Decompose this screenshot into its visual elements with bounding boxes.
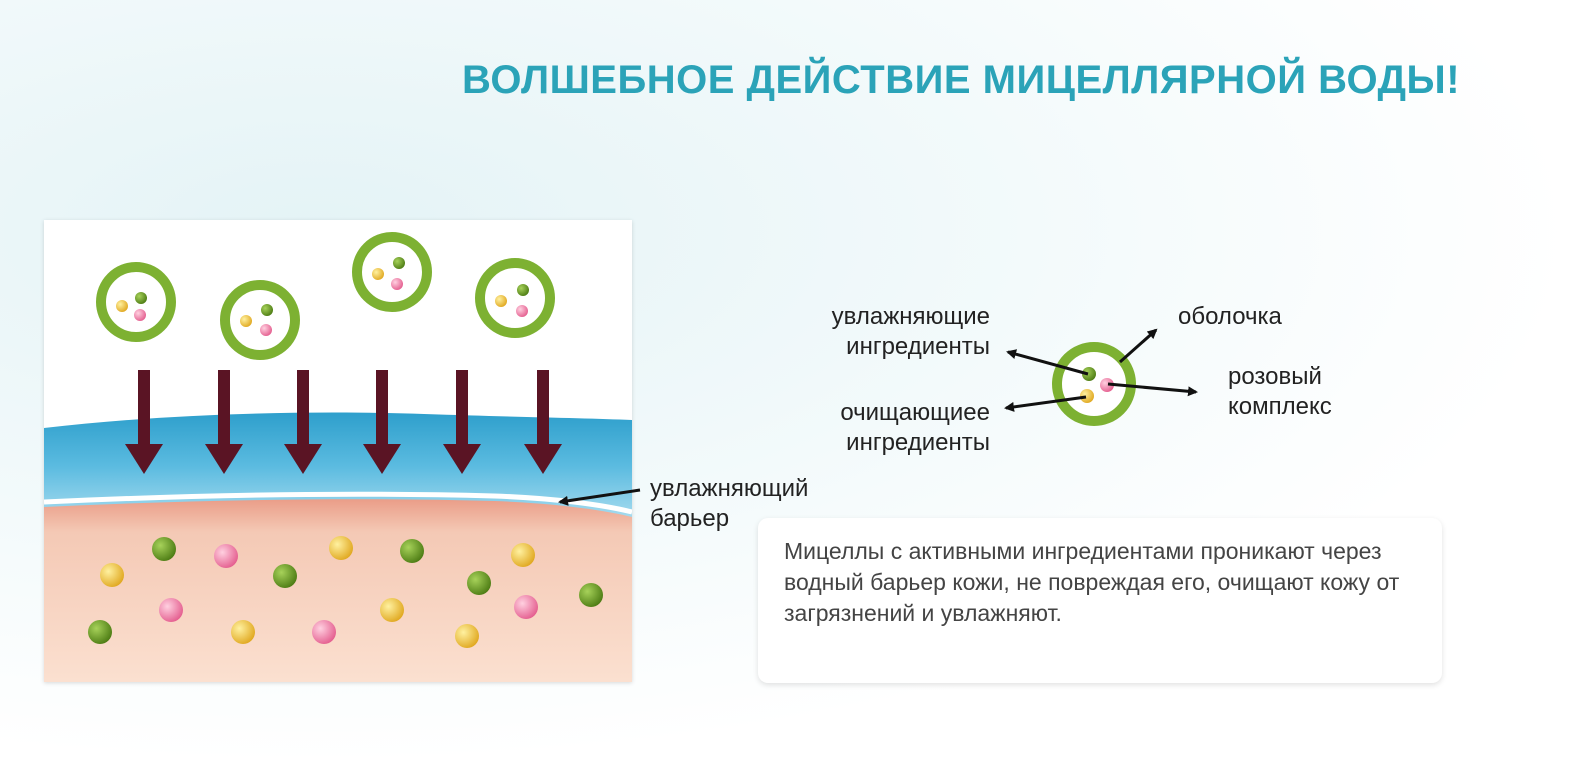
water-layer <box>44 412 632 520</box>
green-ingredient-dot <box>152 537 176 561</box>
pink-complex-pointer-arrow <box>1107 382 1198 397</box>
yellow-ingredient-dot <box>231 620 255 644</box>
page-title: ВОЛШЕБНОЕ ДЕЙСТВИЕ МИЦЕЛЛЯРНОЙ ВОДЫ! <box>462 58 1461 102</box>
yellow-ingredient-dot <box>100 563 124 587</box>
yellow-ingredient-dot <box>455 624 479 648</box>
pink-ingredient-dot <box>159 598 183 622</box>
barrier-label-line2: барьер <box>650 505 730 532</box>
moisturizing-label-line2: ингредиенты <box>846 333 990 360</box>
yellow-ingredient-dot <box>511 543 535 567</box>
down-arrow <box>125 370 163 474</box>
description-card: Мицеллы с активными ингредиентами проник… <box>758 518 1442 683</box>
micelle <box>220 280 300 360</box>
yellow-ingredient-dot <box>329 536 353 560</box>
shell-pointer-arrow <box>1119 328 1158 364</box>
cleansing-label-line1: очищающиее <box>840 399 990 426</box>
moisturizing-pointer-arrow <box>1006 349 1089 376</box>
micelle <box>352 232 432 312</box>
down-arrow <box>443 370 481 474</box>
green-ingredient-dot <box>579 583 603 607</box>
description-text: Мицеллы с активными ингредиентами проник… <box>784 538 1400 626</box>
pink-complex-label-line2: комплекс <box>1228 393 1332 420</box>
moisturizing-label-line1: увлажняющие <box>831 303 990 330</box>
cleansing-pointer-arrow <box>1004 395 1087 412</box>
skin-diagram <box>44 232 632 682</box>
green-ingredient-dot <box>88 620 112 644</box>
cleansing-label: очищающиее ингредиенты <box>790 398 990 458</box>
barrier-line <box>44 491 632 515</box>
down-arrow <box>284 370 322 474</box>
pink-complex-label: розовый комплекс <box>1228 362 1332 422</box>
yellow-ingredient-dot <box>380 598 404 622</box>
barrier-pointer-arrow <box>558 488 641 506</box>
down-arrow <box>524 370 562 474</box>
down-arrow <box>205 370 243 474</box>
barrier-label: увлажняющий барьер <box>650 474 808 534</box>
pink-ingredient-dot <box>312 620 336 644</box>
pink-ingredient-dot <box>214 544 238 568</box>
cleansing-label-line2: ингредиенты <box>846 429 990 456</box>
micelle <box>96 262 176 342</box>
barrier-label-line1: увлажняющий <box>650 475 809 502</box>
pink-complex-label-line1: розовый <box>1228 363 1322 390</box>
skin-ingredients <box>88 536 603 648</box>
skin-layer <box>44 499 632 682</box>
skin-diagram-panel <box>44 220 632 682</box>
green-ingredient-dot <box>400 539 424 563</box>
shell-label: оболочка <box>1178 303 1282 330</box>
green-ingredient-dot <box>273 564 297 588</box>
down-arrow <box>363 370 401 474</box>
pink-ingredient-dot <box>514 595 538 619</box>
micelle <box>475 258 555 338</box>
moisturizing-label: увлажняющие ингредиенты <box>790 302 990 362</box>
micelle-detail <box>1052 342 1136 426</box>
penetration-arrows <box>125 370 562 474</box>
green-ingredient-dot <box>467 571 491 595</box>
